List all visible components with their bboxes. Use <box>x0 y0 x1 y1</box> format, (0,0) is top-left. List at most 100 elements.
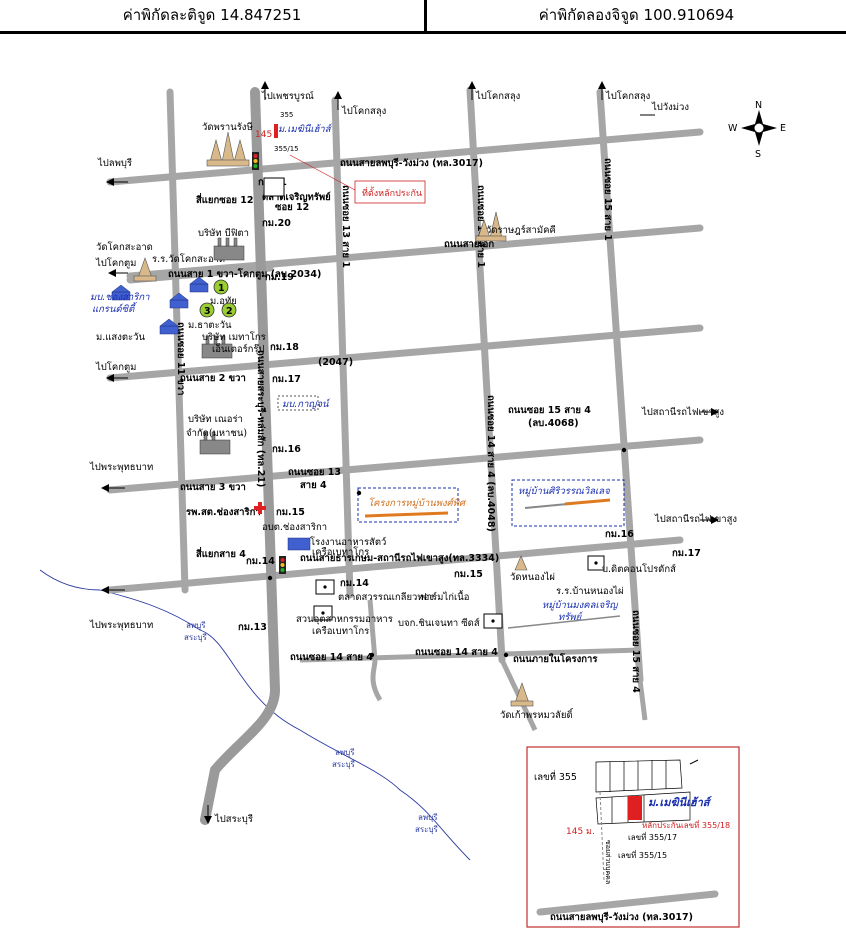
hospital-cross-icon <box>254 502 266 514</box>
road-label-21: ถนนสายสระบุรี-หล่มสัก (ทล.21) <box>255 350 267 487</box>
road-2-right <box>106 324 704 382</box>
place-company-metro: บริษัท เมทาโกร <box>202 331 266 343</box>
label-to-lopburi: ไปลพบุรี <box>97 157 132 169</box>
label-to-saraburi: ไปสระบุรี <box>214 813 253 825</box>
highway-21 <box>200 87 281 825</box>
road-label-soi-15-4-code: (ลบ.4068) <box>528 418 579 429</box>
svg-text:3: 3 <box>204 306 211 317</box>
place-school-khok: ร.ร.วัดโคกสะอาด <box>152 253 225 265</box>
junction-dots <box>267 447 627 658</box>
road-label-soi-11: ถนนซอย 11 ขวา <box>175 322 186 395</box>
road-label-soi-14-4-b: ถนนซอย 14 สาย 4 <box>415 647 498 658</box>
road-3334 <box>106 536 684 594</box>
label-to-phetchabun: ไปเพชรบูรณ์ <box>261 90 314 102</box>
place-village-thana: ม.ธาตะวัน <box>188 320 232 331</box>
road-label-soi-13: ถนนซอย 13 <box>288 467 341 478</box>
inset-dist: 145 ม. <box>566 827 595 837</box>
temple-icon <box>206 131 250 167</box>
soi-15 <box>596 88 644 684</box>
place-feed-factory2: เครือเบทาโกร <box>312 546 369 558</box>
place-feed-factory: โรงงานอาหารสัตว์ <box>310 536 386 548</box>
road-label-soi-14-1: ถนนซอย 14 สาย 1 <box>475 185 486 268</box>
road-label-sai-ek: ถนนสายเอก <box>444 239 494 250</box>
traffic-light-icon <box>252 152 259 170</box>
compass-s: S <box>755 149 761 160</box>
stake-callout <box>354 180 426 204</box>
village-icon <box>159 318 179 335</box>
label-to-khoksalung-2: ไปโคกสลุง <box>475 90 520 102</box>
label-to-railway-2: ไปสถานีรถไฟเขาสูง <box>654 513 737 525</box>
km-17b: กม.17 <box>672 548 701 559</box>
target-marker <box>274 124 278 138</box>
place-market2: ตลาดสวรรณเกลียวทอง <box>338 591 434 603</box>
label-to-phraphutthabat-2: ไปพระพุทธบาท <box>89 619 153 631</box>
road-sai-ek <box>126 224 704 280</box>
svg-text:1: 1 <box>218 283 225 294</box>
office-icon <box>287 537 311 551</box>
road-label-2-right: ถนนสาย 2 ขวา <box>180 373 246 384</box>
place-stake-label: ที่ตั้งหลักประกัน <box>362 186 422 199</box>
place-company-metro2: เอ็นเตอร์กรุ๊ป <box>212 342 265 355</box>
place-junction-4: สี่แยกสาย 4 <box>196 546 246 560</box>
place-company-chin: บจก.ชินเจนทา ซีดส์ <box>398 617 480 629</box>
place-abt: อบต.ช่องสาริกา <box>262 522 327 533</box>
road-3-right <box>106 436 704 494</box>
ditcon-dot <box>594 561 598 565</box>
km-15b: กม.15 <box>454 569 483 580</box>
km-20: กม.20 <box>262 218 291 229</box>
place-company-nara: บริษัท เณอร่า <box>188 414 243 425</box>
km-13: กม.13 <box>238 622 267 633</box>
km-17: กม.17 <box>272 374 301 385</box>
km-16: กม.16 <box>272 444 301 455</box>
temple-icon <box>514 555 528 571</box>
marker-2: 2 <box>221 302 237 318</box>
inset-no355: เลขที่ 355 <box>534 770 577 783</box>
place-wat-nongphai: วัดหนองไผ่ <box>510 571 555 583</box>
inset-village: ม.เมฆินีเฮ้าส์ <box>648 796 712 809</box>
river-label-2: ลพบุรี <box>335 748 355 757</box>
place-food-park2: เครือเบทาโกร <box>312 625 369 637</box>
road-label-soi-14-4-vert: ถนนซอย 14 สาย 4 (ลบ.4048) <box>485 395 496 532</box>
latitude-label: ค่าพิกัดละติจูด 14.847251 <box>122 6 302 24</box>
place-no355: 355 <box>280 111 293 119</box>
road-label-project-road: ถนนภายในโครงการ <box>513 653 598 665</box>
road-label-soi-14-4-a: ถนนซอย 14 สาย 4 <box>290 652 373 663</box>
vertical-roads <box>166 86 644 684</box>
stake-leader <box>289 154 356 191</box>
km-16b: กม.16 <box>605 529 634 540</box>
compass-icon: N S E W <box>728 100 786 160</box>
place-no355-15: 355/15 <box>274 145 299 153</box>
inset-stake: หลักประกันเลขที่ 355/18 <box>642 819 730 830</box>
label-to-phraphutthabat-1: ไปพระพุทธบาท <box>89 461 153 473</box>
road-label-3017: ถนนสายลพบุรี-วังม่วง (ทล.3017) <box>340 157 483 169</box>
market2-dot <box>323 585 327 589</box>
soi-14 <box>466 86 506 664</box>
inset-no355-15: เลขที่ 355/15 <box>618 849 667 860</box>
chin-dot <box>491 619 495 623</box>
km-14: กม.14 <box>246 556 275 567</box>
factory-icon <box>201 335 233 359</box>
inset-no355-17: เลขที่ 355/17 <box>628 831 677 842</box>
road-label-soi-15-1: ถนนซอย 15 สาย 1 <box>602 158 613 241</box>
direction-arrows <box>101 81 719 824</box>
horizontal-roads <box>106 128 704 594</box>
market-box <box>263 177 285 197</box>
river-label-2b: สระบุรี <box>332 760 356 769</box>
factory-icon <box>199 431 231 455</box>
place-project-a: โครงการหมู่บ้านพงศ์พิศ <box>368 497 467 509</box>
project-c-road <box>507 615 621 629</box>
place-food-park: สวนอุตสาหกรรมอาหาร <box>296 614 393 625</box>
km-14b: กม.14 <box>340 578 369 589</box>
temple-icon <box>510 682 534 707</box>
place-farm: ฟาร์มไก่เนื้อ <box>420 590 469 603</box>
place-dist145: 145 <box>255 130 272 140</box>
project-b-box <box>511 479 625 527</box>
svg-text:2: 2 <box>226 306 233 317</box>
traffic-light-icon <box>279 556 286 574</box>
place-company-bifit: บริษัท บีฟิตา <box>198 227 249 239</box>
temple-icon <box>475 211 507 242</box>
road-label-2047: (2047) <box>318 357 353 368</box>
factory-icon <box>213 237 245 261</box>
river-label-3: ลพบุรี <box>418 813 438 822</box>
